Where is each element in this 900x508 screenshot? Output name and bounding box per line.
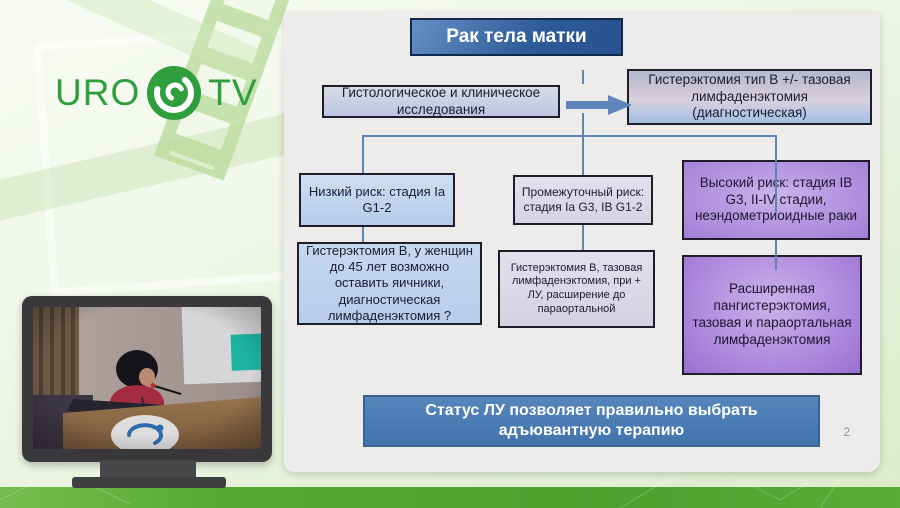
- connector-line: [582, 135, 584, 175]
- hysterectomy-box: Гистерэктомия тип B +/- тазовая лимфаден…: [627, 69, 872, 125]
- logo-globe-icon: [147, 66, 202, 120]
- monitor-stand-neck: [100, 460, 196, 479]
- flow-arrow-icon: [566, 95, 632, 115]
- status-box: Статус ЛУ позволяет правильно выбрать ад…: [363, 395, 820, 447]
- slide-title-box: Рак тела матки: [410, 18, 623, 56]
- status-line2: адъювантную терапию: [498, 422, 685, 439]
- presentation-slide: Рак тела матки Гистологическое и клиниче…: [284, 13, 880, 472]
- intermediate-risk-treatment-box: Гистерэктомия B, тазовая лимфаденэктомия…: [498, 250, 655, 328]
- connector-line: [775, 240, 777, 270]
- vignette: [33, 307, 261, 449]
- connector-line: [362, 227, 364, 242]
- logo-text-tv: TV: [208, 72, 258, 113]
- connector-line: [362, 135, 777, 137]
- intermediate-risk-treatment-text: Гистерэктомия B, тазовая лимфаденэктомия…: [510, 261, 643, 315]
- urotv-logo: URO TV: [55, 64, 258, 122]
- page-number: 2: [843, 425, 850, 439]
- low-risk-box: Низкий риск: стадия Ia G1-2: [299, 173, 455, 227]
- connector-line: [775, 135, 777, 213]
- bottom-green-bar: [0, 487, 900, 508]
- intermediate-risk-text: Промежуточный риск: стадия Ia G3, IB G1-…: [521, 185, 645, 214]
- connector-line: [582, 113, 584, 137]
- low-risk-treatment-box: Гистерэктомия B, у женщин до 45 лет возм…: [297, 242, 482, 325]
- low-risk-treatment-text: Гистерэктомия B, у женщин до 45 лет возм…: [306, 242, 473, 323]
- slide-title: Рак тела матки: [446, 26, 587, 48]
- hysterectomy-text: Гистерэктомия тип B +/- тазовая лимфаден…: [648, 71, 851, 121]
- tv-monitor: [22, 296, 272, 462]
- status-line1: Статус ЛУ позволяет правильно выбрать: [425, 402, 758, 419]
- histology-text: Гистологическое и клиническое исследован…: [341, 84, 541, 117]
- high-risk-treatment-box: Расширенная пангистерэктомия, тазовая и …: [682, 255, 862, 375]
- connector-line: [582, 70, 584, 84]
- logo-text-uro: URO: [55, 72, 141, 113]
- speaker-video: [33, 307, 261, 449]
- intermediate-risk-box: Промежуточный риск: стадия Ia G3, IB G1-…: [513, 175, 653, 225]
- histology-box: Гистологическое и клиническое исследован…: [322, 85, 560, 118]
- connector-line: [362, 135, 364, 173]
- low-risk-text: Низкий риск: стадия Ia G1-2: [308, 183, 446, 215]
- monitor-stand-base: [72, 477, 226, 488]
- monitor-screen: [33, 307, 261, 449]
- high-risk-treatment-text: Расширенная пангистерэктомия, тазовая и …: [692, 281, 852, 347]
- connector-line: [582, 225, 584, 250]
